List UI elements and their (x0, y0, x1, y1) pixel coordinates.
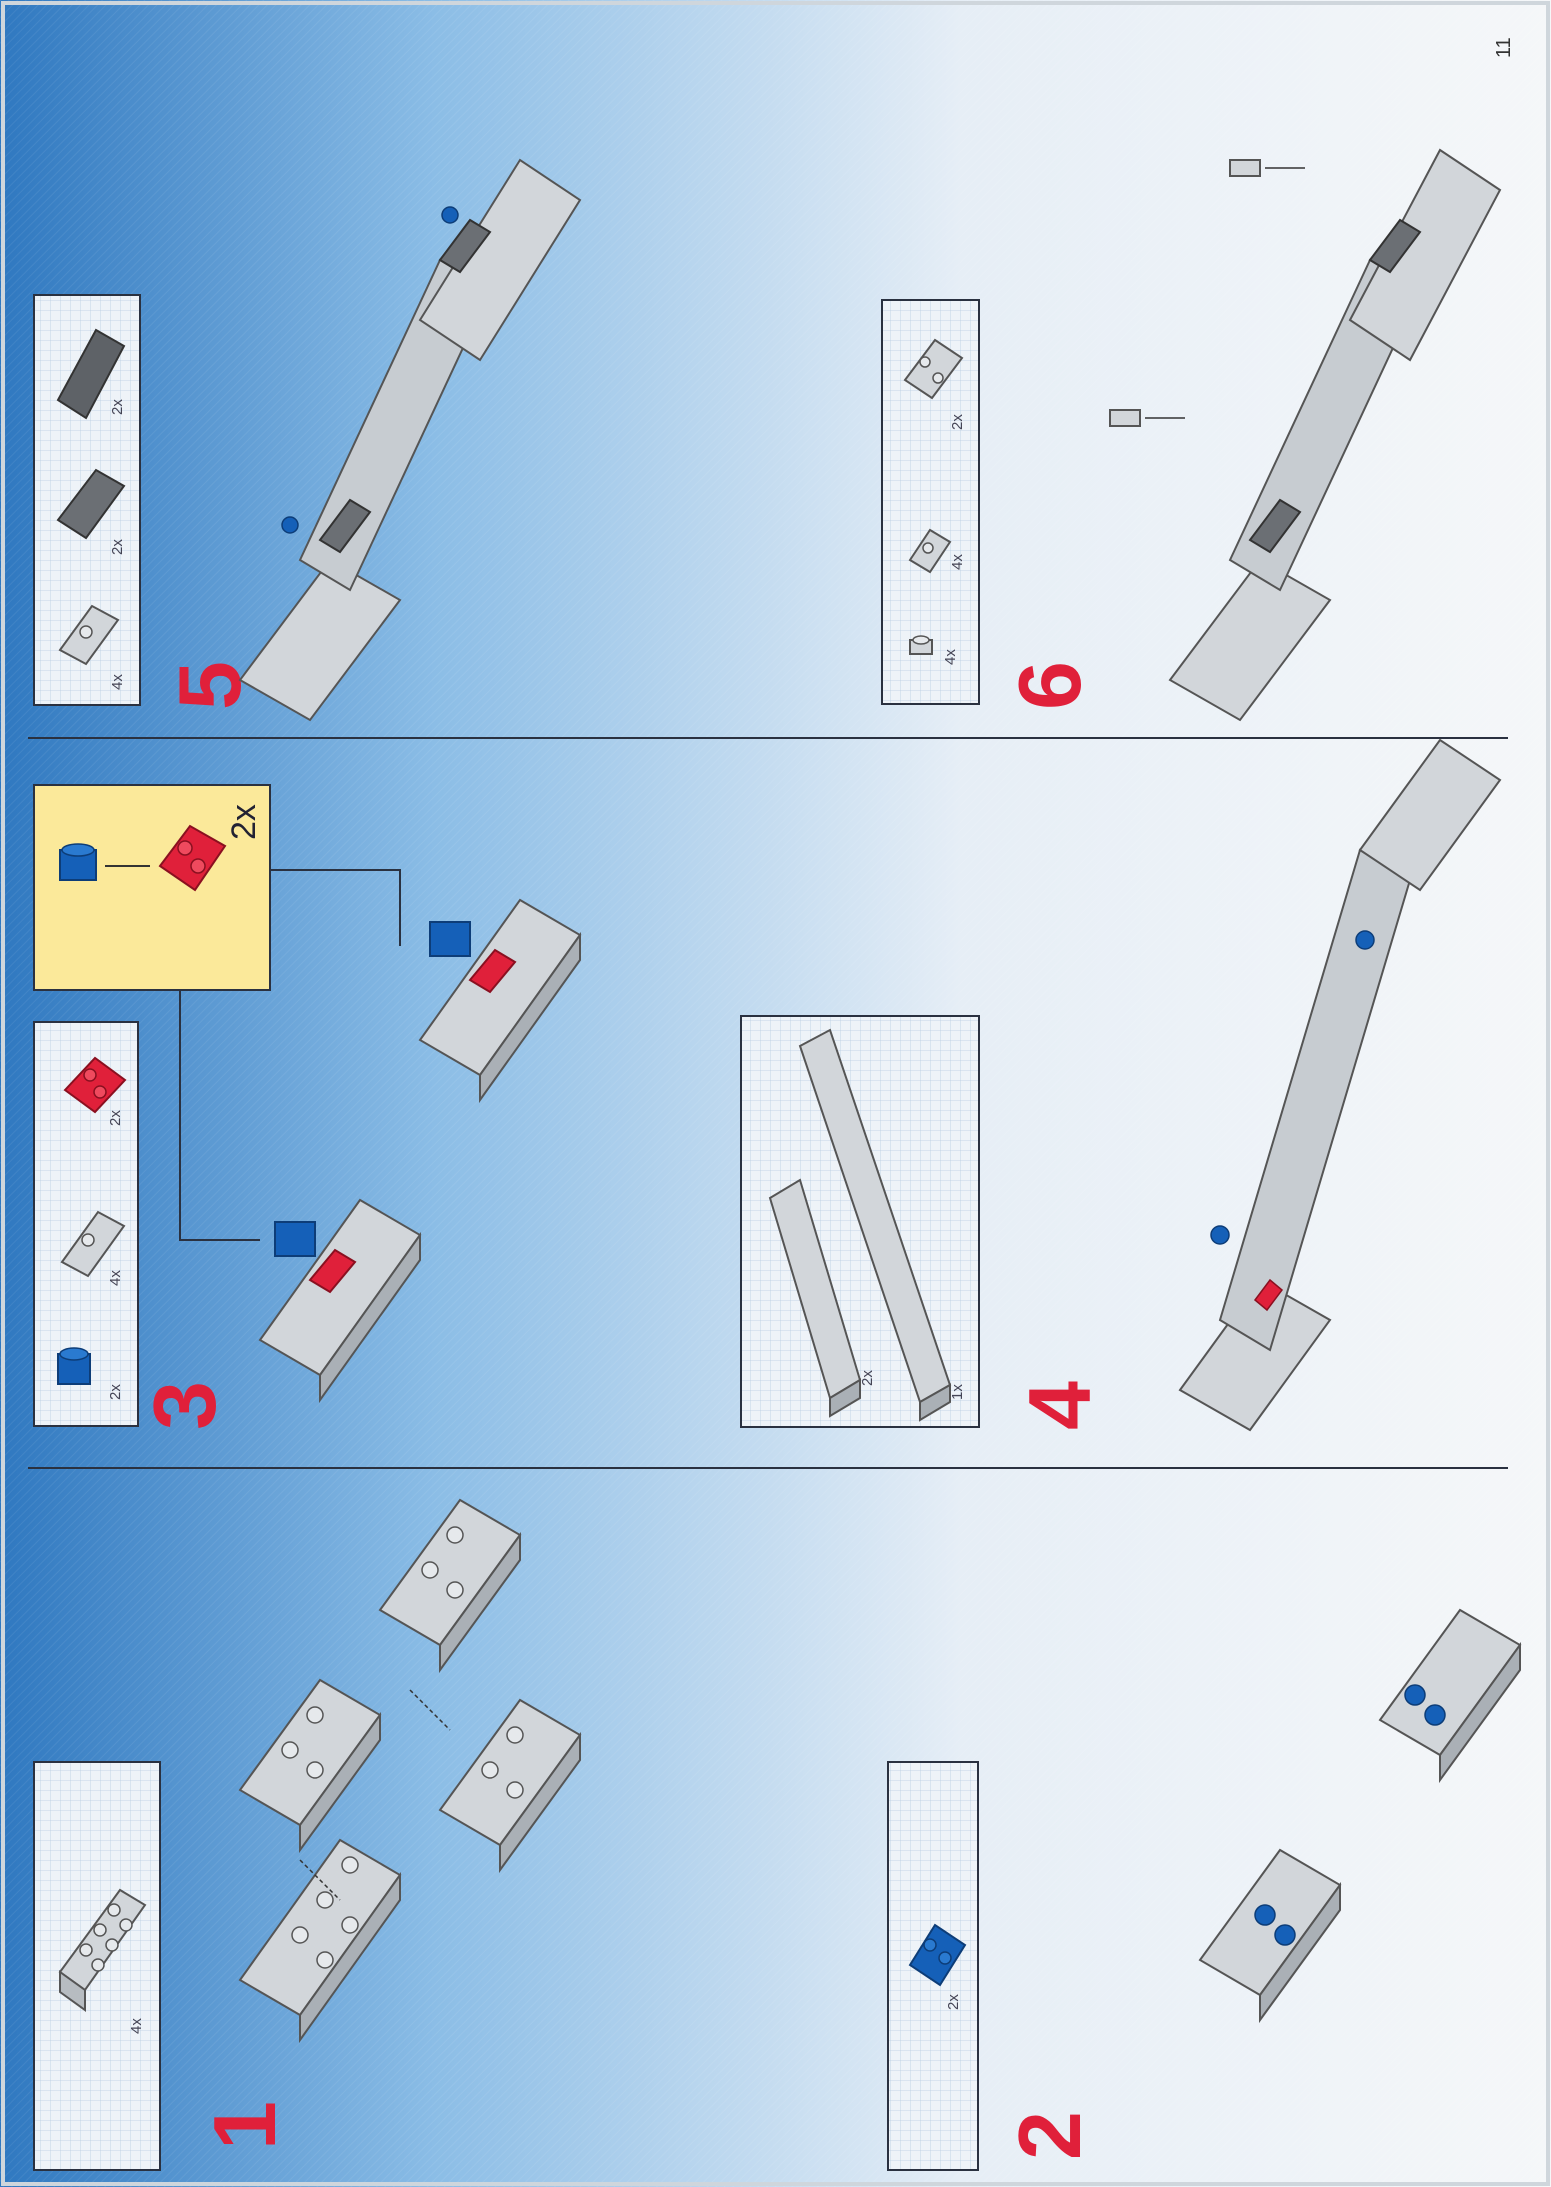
brick-2x4-gray (58, 1888, 147, 2012)
step-1: 4x 1 (33, 1498, 582, 2171)
part-qty: 2x (945, 1994, 962, 2010)
step-5: 4x 2x 2x 5 (33, 158, 582, 722)
part-qty: 4x (128, 2018, 145, 2034)
part-qty: 2x (107, 1384, 124, 1400)
plate-1x1-gray (1109, 409, 1141, 427)
model-assembly (1109, 148, 1502, 722)
page-number: 11 (1493, 37, 1515, 58)
parts-box: 4x 2x 2x (33, 294, 141, 706)
plate-blue (908, 1923, 967, 1987)
wedge-dark (56, 328, 126, 420)
callout-arrow (179, 990, 260, 1241)
step-6: 4x 4x 2x 6 (881, 148, 1502, 722)
parts-box: 2x (887, 1761, 979, 2171)
brick-assembly (258, 1198, 422, 1404)
brick-assembly (238, 1678, 382, 1854)
part-qty: 2x (109, 539, 126, 555)
part-qty: 2x (949, 414, 966, 430)
part-qty: 4x (942, 649, 959, 665)
brick-1x2-gray (58, 604, 120, 666)
brick-assembly (378, 1498, 522, 1674)
brick-assembly (418, 898, 582, 1104)
step-number: 5 (160, 661, 259, 710)
brick-assembly (438, 1698, 582, 1874)
brick-1x1-blue (59, 843, 97, 881)
plate-1x2-gray (908, 528, 952, 574)
plate-red (158, 824, 227, 892)
callout-qty: 2x (225, 804, 263, 840)
plate-1x1-gray (909, 635, 933, 655)
step-number: 2 (1000, 2111, 1099, 2160)
parts-box: 4x 4x 2x (881, 299, 980, 705)
brick-1x1-blue (57, 1347, 91, 1385)
model-assembly (1178, 738, 1502, 1432)
parts-box: 4x (33, 1761, 161, 2171)
parts-box: 2x 4x 2x (33, 1021, 139, 1427)
step-number: 3 (135, 1381, 234, 1430)
step-3: 2x 4x 2x 3 (33, 784, 582, 1430)
assembly-arrow (409, 1689, 451, 1731)
brick-1x6-gray (768, 1178, 862, 1418)
step-number: 1 (195, 2101, 294, 2150)
assembly-arrow (299, 1859, 341, 1901)
part-qty: 2x (859, 1370, 876, 1386)
part-qty: 2x (107, 1110, 124, 1126)
plate-1x1-gray (1229, 159, 1261, 177)
plate-2x2-gray (903, 338, 964, 400)
part-qty: 4x (107, 1270, 124, 1286)
part-qty: 2x (109, 399, 126, 415)
plate-red (63, 1056, 127, 1114)
callout-box: 2x (33, 784, 271, 991)
brick-assembly (238, 1838, 402, 2044)
step-2: 2x 2 (887, 1608, 1522, 2171)
part-qty: 4x (949, 554, 966, 570)
brick-1x2-gray (60, 1210, 126, 1278)
step-number: 4 (1010, 1381, 1109, 1430)
callout-arrow (270, 869, 401, 946)
brick-1x12-gray (798, 1028, 952, 1422)
brick-assembly (1198, 1848, 1342, 2024)
parts-box: 2x 1x (740, 1015, 980, 1428)
step-4: 2x 1x 4 (740, 738, 1502, 1432)
part-qty: 1x (949, 1384, 966, 1400)
model-assembly (238, 158, 582, 722)
brick-assembly (1378, 1608, 1522, 1784)
step-number: 6 (1000, 661, 1099, 710)
part-qty: 4x (109, 674, 126, 690)
wedge-dark (56, 468, 126, 540)
